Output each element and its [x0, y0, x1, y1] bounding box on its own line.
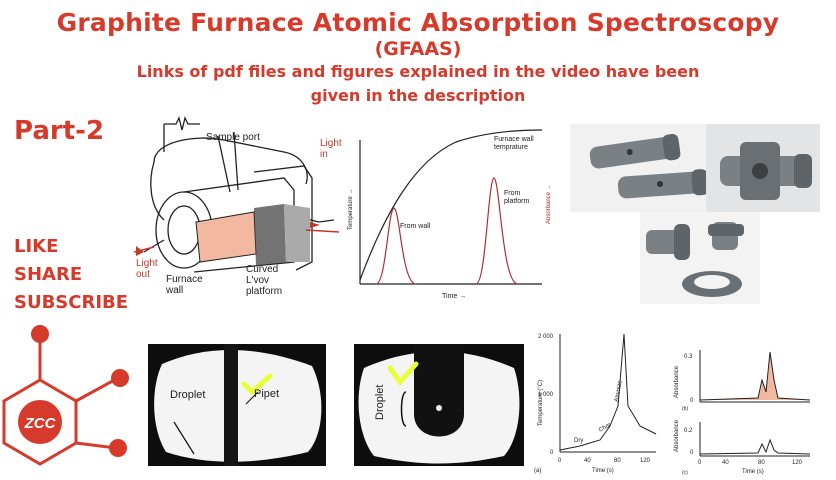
xtick-80: 80	[614, 458, 621, 464]
graphite-parts-photo	[640, 212, 760, 304]
droplet-label-right: Droplet	[374, 384, 386, 420]
description-note-line2: given in the description	[310, 86, 526, 105]
abs-xtick-0: 0	[698, 460, 702, 466]
panel-b-label: (b)	[682, 406, 688, 412]
ytick-0: 0	[550, 450, 554, 456]
abs-xtick-120: 120	[792, 460, 803, 466]
graphite-tubes-photo	[570, 124, 820, 212]
c-y-label: Absorbance	[674, 419, 680, 452]
pipet-droplet-photo: Droplet Pipet	[148, 344, 326, 466]
part-label: Part-2	[14, 116, 105, 146]
light-in-label: Light in	[320, 138, 342, 160]
temperature-program-chart: 2 000 1 000 0 0 40 80 120 Time (s) (a) D…	[530, 326, 660, 476]
atomize-label: Atomize	[614, 379, 624, 402]
x-axis-label: Time →	[442, 293, 466, 300]
subscribe-label: SUBSCRIBE	[14, 292, 129, 313]
droplet-label-left: Droplet	[170, 389, 206, 401]
from-platform-label: From platform	[504, 190, 530, 205]
furnace-wall-temperature-label: Furnace wall temprature	[494, 136, 534, 151]
y-axis-right-label: Absorbance →	[546, 184, 552, 224]
sample-port-label: Sample port	[206, 132, 260, 143]
xtick-0: 0	[558, 458, 562, 464]
light-out-label: Light out	[136, 258, 158, 280]
b-y-label: Absorbance	[674, 365, 680, 398]
abs-xtick-40: 40	[722, 460, 729, 466]
abs-xtick-80: 80	[758, 460, 765, 466]
description-note-line1: Links of pdf files and figures explained…	[136, 62, 700, 81]
b-ytick-03: 0.3	[684, 354, 693, 360]
pipet-label: Pipet	[254, 388, 280, 400]
b-ytick-0: 0	[690, 398, 694, 404]
panel-a-label: (a)	[534, 468, 541, 474]
dry-label: Dry	[574, 438, 583, 444]
c-ytick-0: 0	[690, 450, 694, 456]
from-wall-label: From wall	[400, 223, 431, 230]
logo-node-icon	[31, 325, 49, 343]
xtick-40: 40	[584, 458, 591, 464]
y-axis-left-label: Temperature →	[348, 189, 354, 230]
ytick-2000: 2 000	[538, 334, 554, 340]
like-label: LIKE	[14, 236, 59, 257]
share-label: SHARE	[14, 264, 83, 285]
droplet-photo: Droplet	[354, 344, 524, 466]
xtick-120: 120	[640, 458, 651, 464]
char-label: Char	[598, 422, 612, 434]
program-y-label: Temperature (°C)	[538, 380, 544, 426]
furnace-wall-label: Furnace wall	[166, 274, 203, 296]
furnace-diagram: Sample port Light in Light out Furnace w…	[133, 112, 344, 317]
page-subtitle: (GFAAS)	[374, 38, 462, 60]
panel-c-label: (c)	[682, 470, 688, 476]
curved-platform-label: Curved L'vov platform	[246, 264, 283, 297]
program-x-label: Time (s)	[592, 468, 614, 474]
c-ytick-02: 0.2	[684, 428, 693, 434]
ytick-1000: 1 000	[538, 392, 554, 398]
page-title: Graphite Furnace Atomic Absorption Spect…	[56, 8, 780, 37]
abs-x-label: Time (s)	[742, 469, 764, 475]
absorbance-charts: 0.3 0 (b) Absorbance 0.2 0 (c) Absorbanc…	[670, 340, 820, 476]
zcc-logo: ZCC	[2, 325, 129, 466]
logo-text: ZCC	[24, 415, 57, 432]
temperature-absorbance-graph: From wall Time → Temperature → Absorbanc…	[346, 120, 556, 310]
